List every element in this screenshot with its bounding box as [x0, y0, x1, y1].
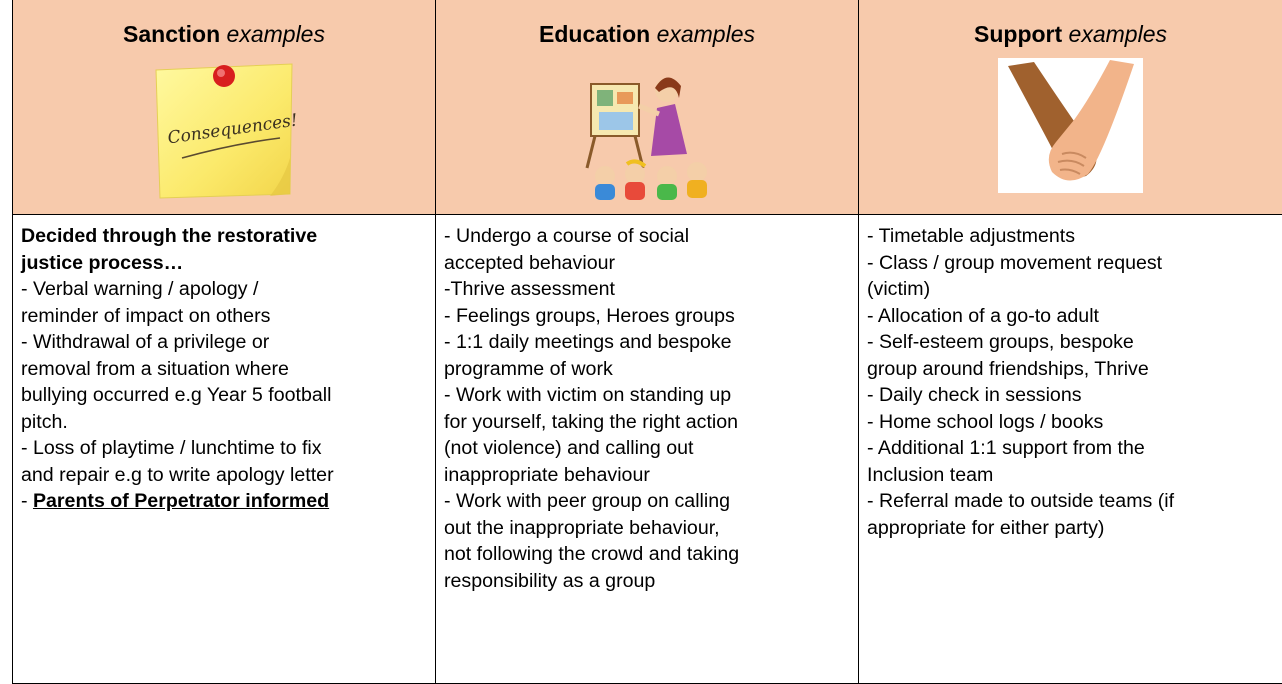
header-row: Sanction examples Consequences! Educatio… — [13, 0, 1282, 215]
sanction-title: Sanction examples — [13, 20, 435, 48]
support-line: Inclusion team — [867, 462, 1274, 489]
sanction-line: justice process… — [21, 250, 427, 277]
sanction-line-parents: - Parents of Perpetrator informed — [21, 488, 427, 515]
education-line: not following the crowd and taking — [444, 541, 850, 568]
sanction-line: and repair e.g to write apology letter — [21, 462, 427, 489]
content-row: Decided through the restorative justice … — [13, 215, 1282, 684]
sanction-line: - Verbal warning / apology / — [21, 276, 427, 303]
sanction-line: reminder of impact on others — [21, 303, 427, 330]
education-line: responsibility as a group — [444, 568, 850, 595]
education-line: - 1:1 daily meetings and bespoke — [444, 329, 850, 356]
support-line: - Referral made to outside teams (if — [867, 488, 1274, 515]
education-line: -Thrive assessment — [444, 276, 850, 303]
education-line: - Undergo a course of social — [444, 223, 850, 250]
education-line: programme of work — [444, 356, 850, 383]
support-line: group around friendships, Thrive — [867, 356, 1274, 383]
holding-hands-image — [998, 58, 1143, 193]
education-title: Education examples — [436, 20, 858, 48]
sanction-list-cell: Decided through the restorative justice … — [13, 215, 436, 684]
support-line: appropriate for either party) — [867, 515, 1274, 542]
education-line: out the inappropriate behaviour, — [444, 515, 850, 542]
education-line: inappropriate behaviour — [444, 462, 850, 489]
support-header-cell: Support examples — [859, 0, 1282, 215]
examples-table: Sanction examples Consequences! Educatio… — [12, 0, 1282, 684]
sanction-line: - Loss of playtime / lunchtime to fix — [21, 435, 427, 462]
education-line: accepted behaviour — [444, 250, 850, 277]
sanction-line: removal from a situation where — [21, 356, 427, 383]
support-title: Support examples — [859, 20, 1282, 48]
education-line: - Feelings groups, Heroes groups — [444, 303, 850, 330]
education-line: (not violence) and calling out — [444, 435, 850, 462]
line-prefix: - — [21, 490, 33, 512]
education-line: for yourself, taking the right action — [444, 409, 850, 436]
sanction-line: bullying occurred e.g Year 5 football — [21, 382, 427, 409]
sanction-line: Decided through the restorative — [21, 223, 427, 250]
education-line: - Work with peer group on calling — [444, 488, 850, 515]
sanction-header-cell: Sanction examples Consequences! — [13, 0, 436, 215]
education-list-cell: - Undergo a course of social accepted be… — [436, 215, 859, 684]
support-line: - Allocation of a go-to adult — [867, 303, 1274, 330]
support-line: - Class / group movement request — [867, 250, 1274, 277]
support-list-cell: - Timetable adjustments - Class / group … — [859, 215, 1282, 684]
document-page: Sanction examples Consequences! Educatio… — [12, 0, 1282, 684]
sanction-line: pitch. — [21, 409, 427, 436]
support-line: - Daily check in sessions — [867, 382, 1274, 409]
education-line: - Work with victim on standing up — [444, 382, 850, 409]
support-line: - Timetable adjustments — [867, 223, 1274, 250]
teacher-with-children-image — [575, 58, 720, 203]
sticky-note-image: Consequences! — [152, 58, 297, 200]
sanction-line: - Withdrawal of a privilege or — [21, 329, 427, 356]
parents-informed-text: Parents of Perpetrator informed — [33, 490, 329, 512]
support-line: - Self-esteem groups, bespoke — [867, 329, 1274, 356]
support-line: - Additional 1:1 support from the — [867, 435, 1274, 462]
education-header-cell: Education examples — [436, 0, 859, 215]
support-line: (victim) — [867, 276, 1274, 303]
support-line: - Home school logs / books — [867, 409, 1274, 436]
